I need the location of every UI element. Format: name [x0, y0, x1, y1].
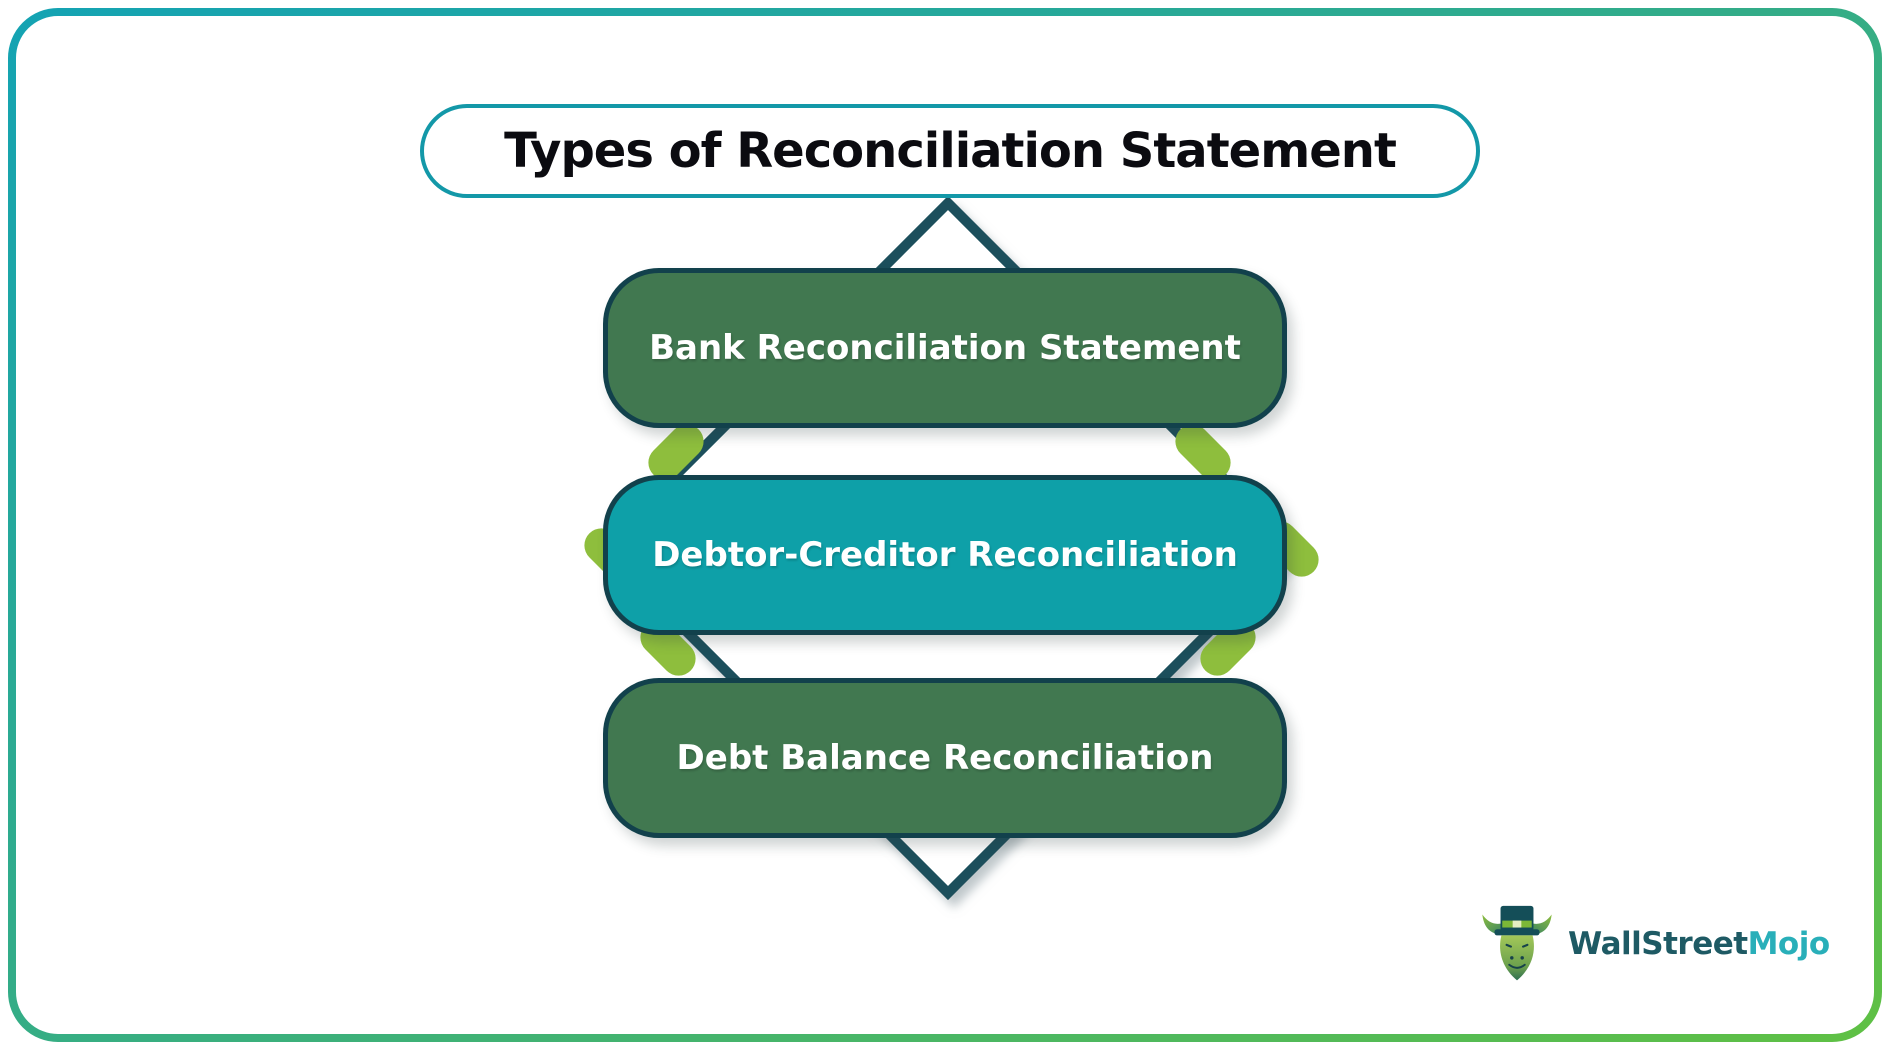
leaf-accent-lower-right — [1200, 620, 1256, 676]
box-debt-balance-reconciliation: Debt Balance Reconciliation — [603, 678, 1287, 838]
leaf-accent-upper-left — [648, 424, 704, 480]
logo-text-wallstreet: WallStreet — [1568, 926, 1748, 962]
box-label: Debt Balance Reconciliation — [676, 738, 1214, 778]
box-bank-reconciliation-statement: Bank Reconciliation Statement — [603, 268, 1287, 428]
box-label: Bank Reconciliation Statement — [649, 328, 1241, 368]
box-label: Debtor-Creditor Reconciliation — [652, 535, 1238, 575]
title-banner: Types of Reconciliation Statement — [420, 104, 1480, 198]
logo-text-mojo: Mojo — [1747, 926, 1831, 962]
box-debtor-creditor-reconciliation: Debtor-Creditor Reconciliation — [603, 475, 1287, 635]
wallstreetmojo-bull-icon — [1482, 905, 1552, 981]
frame-border — [8, 8, 1882, 1042]
leaf-accent-upper-right — [1175, 424, 1231, 480]
wallstreetmojo-wordmark: WallStreetMojo — [1568, 926, 1830, 962]
wallstreetmojo-logo: WallStreetMojo — [1478, 900, 1830, 988]
page-title: Types of Reconciliation Statement — [504, 123, 1397, 179]
